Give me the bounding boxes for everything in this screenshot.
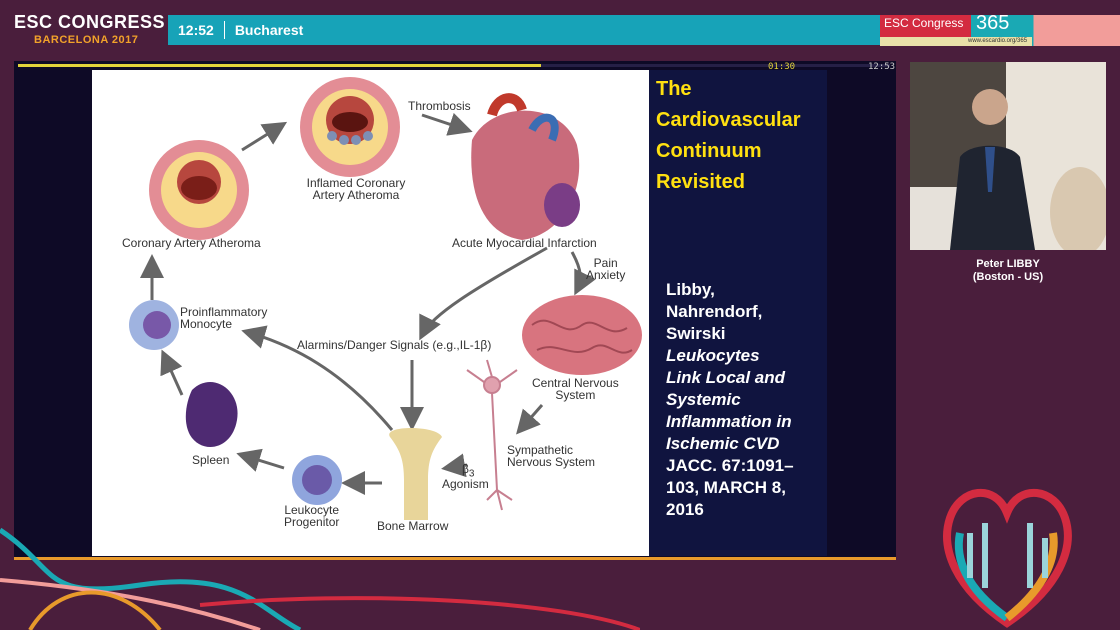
banner-text: ESC Congress bbox=[884, 16, 964, 30]
coronary-atheroma-image bbox=[149, 140, 249, 240]
label-acute-mi: Acute Myocardial Infarction bbox=[452, 236, 597, 250]
neuron-image bbox=[466, 359, 518, 511]
label-line: Progenitor bbox=[284, 515, 340, 529]
ref-line: JACC. 67:1091– bbox=[666, 456, 794, 475]
label-line: Central Nervous bbox=[532, 376, 619, 390]
divider bbox=[223, 21, 225, 39]
speaker-affiliation: (Boston - US) bbox=[972, 271, 1044, 283]
monocyte-image bbox=[129, 300, 179, 350]
title-line: Cardiovascular bbox=[656, 109, 801, 131]
session-location: Bucharest bbox=[234, 22, 304, 38]
slide-text-panel bbox=[649, 70, 827, 556]
label-line: Artery Atheroma bbox=[312, 188, 400, 202]
bone-marrow-image bbox=[389, 428, 442, 520]
decorative-swoosh bbox=[0, 527, 640, 630]
inflamed-atheroma-image bbox=[300, 77, 400, 177]
spleen-image bbox=[185, 381, 238, 447]
speaker-caption: Peter LIBBY (Boston - US) bbox=[910, 258, 1106, 284]
title-line: Revisited bbox=[656, 171, 745, 193]
title-line: The bbox=[656, 78, 692, 100]
session-info-bar: 12:52 Bucharest bbox=[168, 15, 880, 45]
label-agonism: Agonism bbox=[442, 477, 489, 491]
esc-congress-logo: ESC CONGRESS bbox=[14, 12, 166, 32]
ref-line: Ischemic CVD bbox=[666, 434, 780, 453]
brain-image bbox=[522, 295, 642, 375]
label-line: Nervous System bbox=[507, 455, 596, 469]
ref-line: Inflammation in bbox=[666, 412, 792, 431]
esc-heart-logo bbox=[943, 488, 1072, 628]
banner-number: 365 bbox=[976, 12, 1010, 34]
label-line: Sympathetic bbox=[507, 443, 574, 457]
heart-image bbox=[471, 93, 580, 240]
speaker-video[interactable] bbox=[910, 62, 1106, 250]
speaker-scene bbox=[910, 62, 1106, 250]
continuum-diagram bbox=[129, 77, 642, 520]
ref-line: 2016 bbox=[666, 500, 704, 519]
elapsed-time: 01:30 bbox=[768, 62, 796, 72]
label-line: Proinflammatory bbox=[180, 305, 268, 319]
banner-strip bbox=[880, 37, 1032, 46]
label-line: Monocyte bbox=[180, 317, 233, 331]
banner-url: www.escardio.org/365 bbox=[968, 38, 1028, 44]
ref-line: Leukocytes bbox=[666, 346, 760, 365]
ref-line: Swirski bbox=[666, 324, 726, 343]
label-spleen: Spleen bbox=[192, 453, 230, 467]
stage-divider bbox=[14, 557, 896, 560]
session-time: 12:52 bbox=[178, 22, 214, 38]
speaker-name: Peter LIBBY bbox=[976, 258, 1040, 270]
title-line: Continuum bbox=[656, 140, 762, 162]
ref-line: Systemic bbox=[666, 390, 741, 409]
label-line: Leukocyte bbox=[284, 503, 340, 517]
label-alarmins: Alarmins/Danger Signals (e.g.,IL-1β) bbox=[297, 338, 492, 352]
clock-time: 12:53 bbox=[868, 62, 896, 72]
ref-line: 103, MARCH 8, bbox=[666, 478, 786, 497]
label-thrombosis: Thrombosis bbox=[408, 99, 471, 113]
barcelona-2017-logo: BARCELONA 2017 bbox=[34, 34, 139, 46]
label-line: System bbox=[555, 388, 596, 402]
label-line: Anxiety bbox=[586, 268, 626, 282]
ref-line: Libby, bbox=[666, 280, 715, 299]
ref-line: Nahrendorf, bbox=[666, 302, 763, 321]
label-line: Pain bbox=[593, 256, 618, 270]
label-line: Inflamed Coronary bbox=[306, 176, 406, 190]
slide-reference: Libby, Nahrendorf, Swirski Leukocytes Li… bbox=[666, 279, 826, 521]
label-beta3: β3 bbox=[462, 463, 474, 480]
ref-line: Link Local and bbox=[666, 368, 786, 387]
label-beta: β bbox=[462, 462, 469, 476]
label-beta-sub: 3 bbox=[468, 468, 475, 480]
leukocyte-progenitor-image bbox=[292, 455, 342, 505]
slide-title: The Cardiovascular Continuum Revisited bbox=[656, 74, 826, 198]
progress-bar[interactable] bbox=[18, 64, 542, 67]
label-bone-marrow: Bone Marrow bbox=[377, 519, 449, 533]
label-coronary-atheroma: Coronary Artery Atheroma bbox=[122, 236, 261, 250]
